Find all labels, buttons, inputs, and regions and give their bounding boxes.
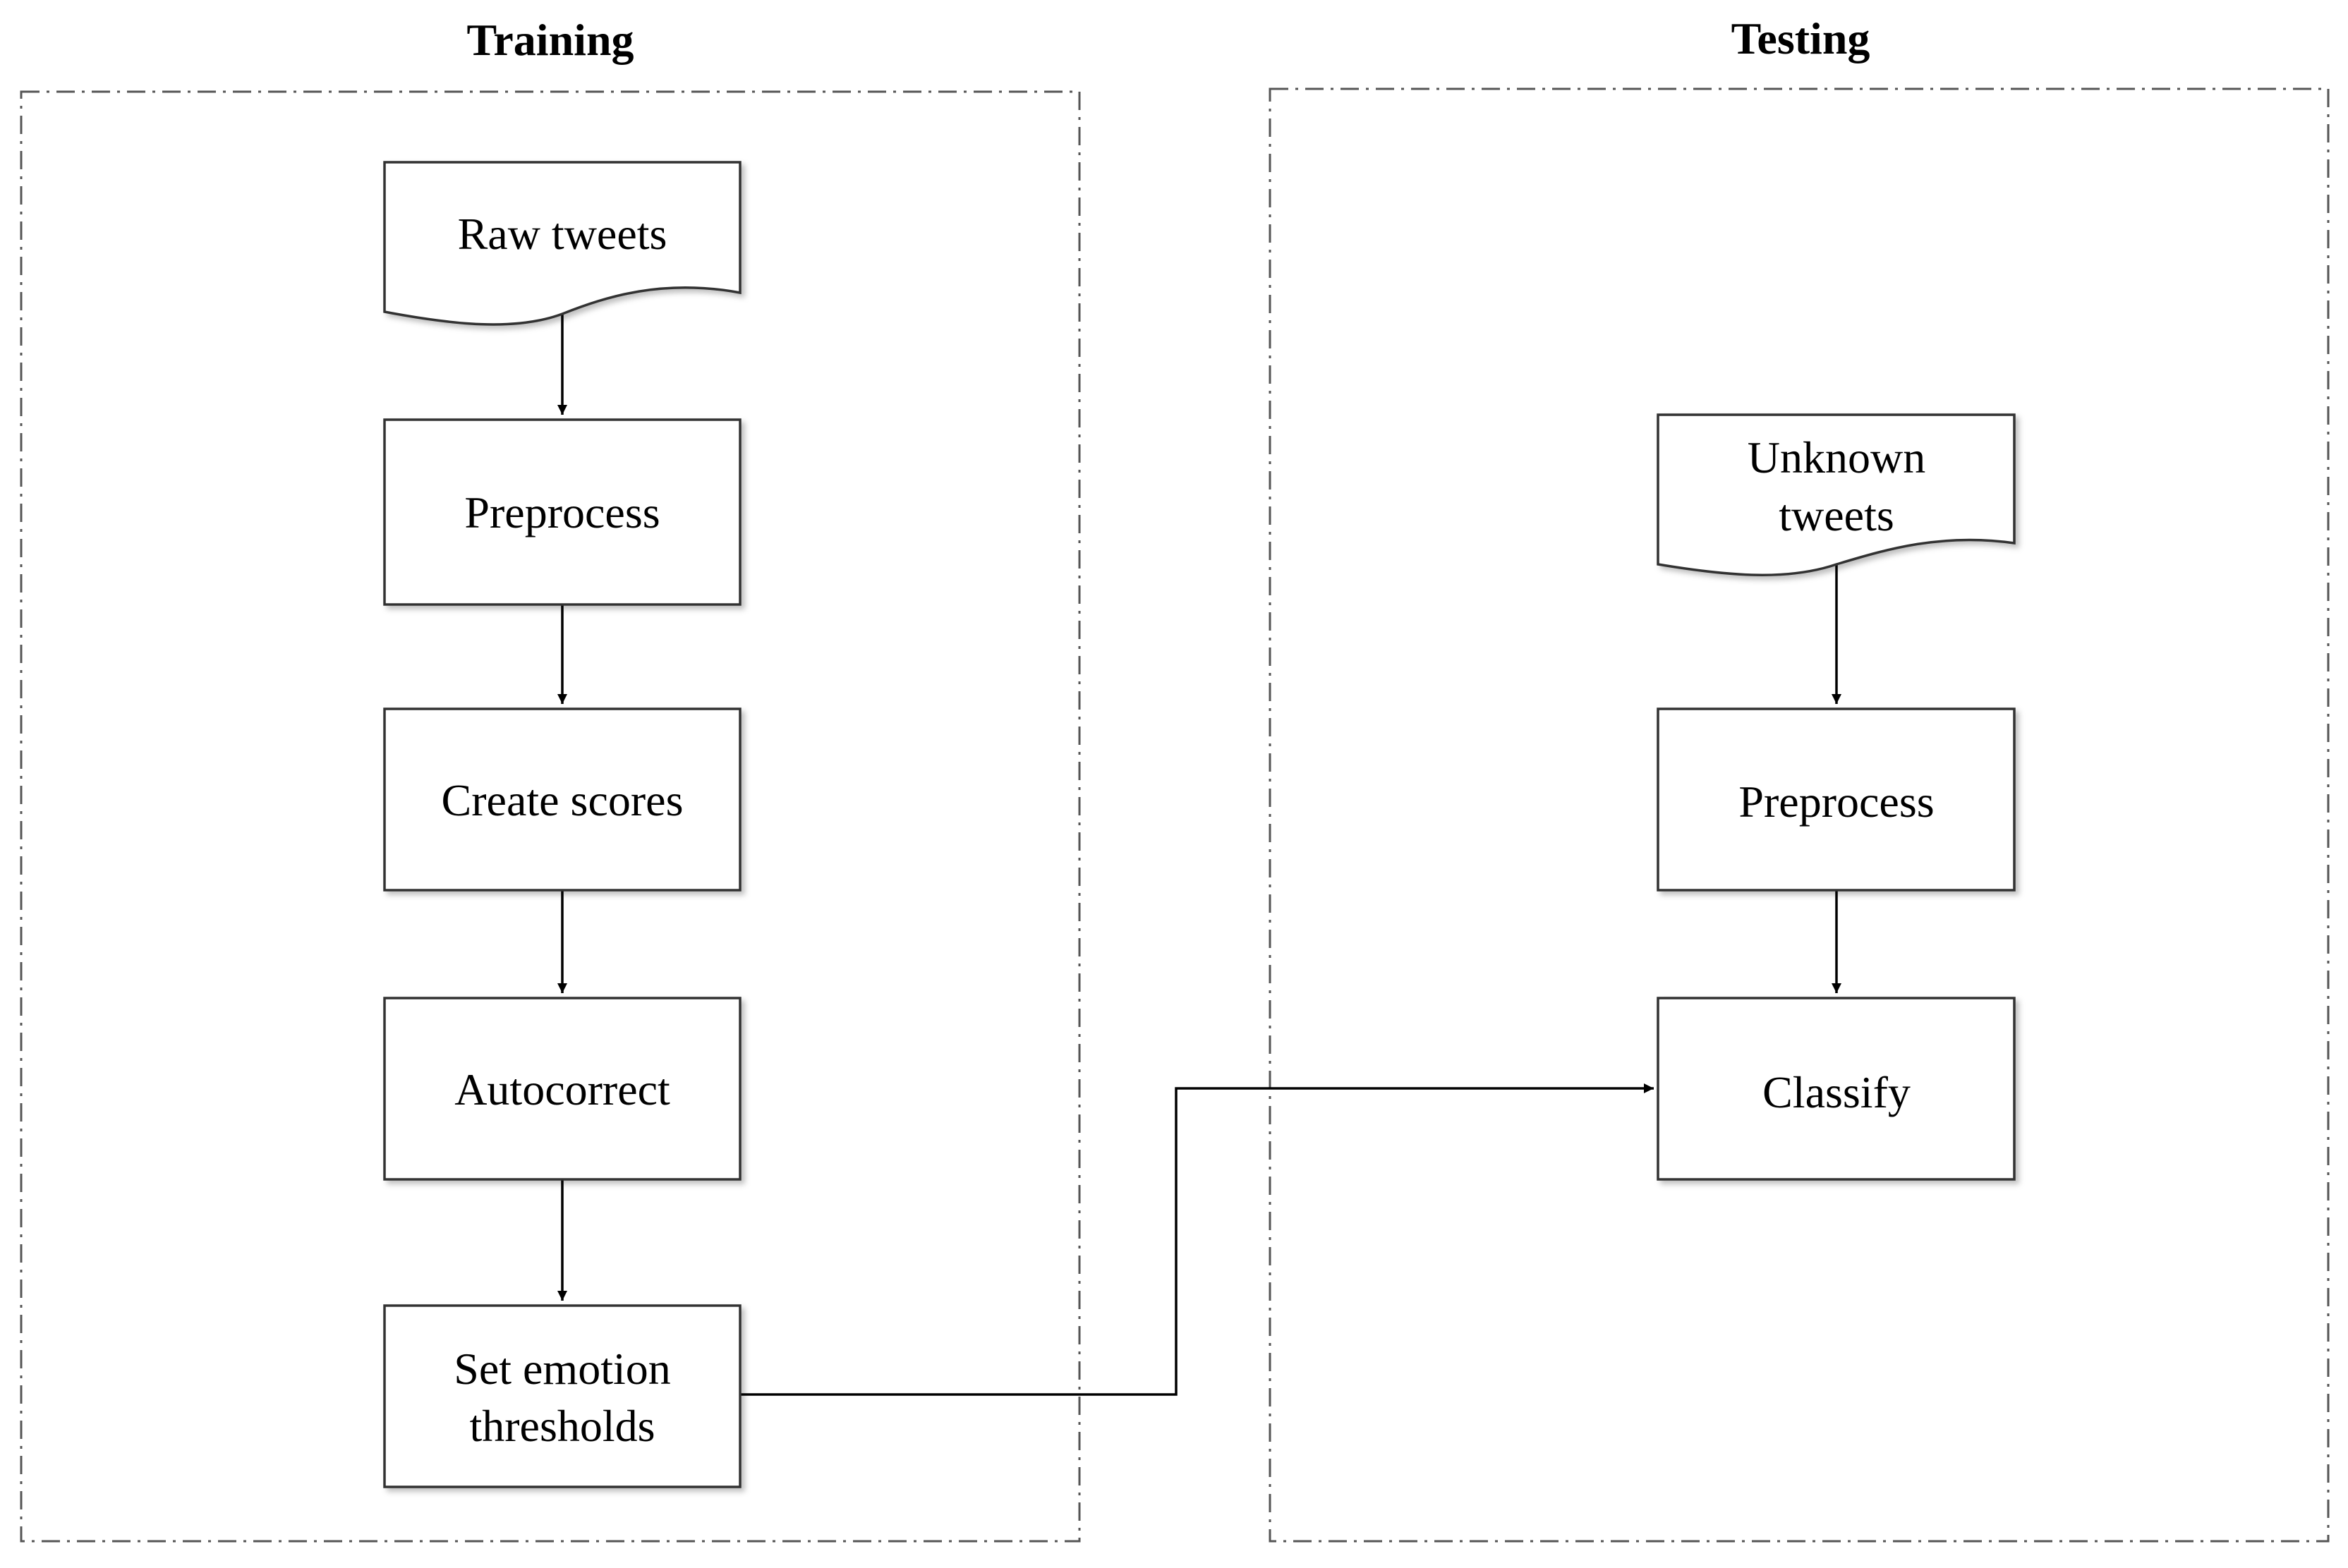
node-label: Create scores bbox=[442, 775, 684, 825]
node-label: Raw tweets bbox=[458, 209, 667, 259]
node-label: Classify bbox=[1762, 1067, 1911, 1117]
testing-frame bbox=[1269, 87, 2330, 1543]
node-autocorrect: Autocorrect bbox=[383, 997, 742, 1181]
testing-title: Testing bbox=[1731, 13, 1870, 63]
process-box bbox=[383, 418, 742, 606]
node-set-emotion-thresholds: Set emotion thresholds bbox=[383, 1304, 742, 1488]
node-raw-tweets: Raw tweets bbox=[383, 161, 742, 326]
training-title: Training bbox=[466, 15, 634, 65]
document-shape bbox=[383, 161, 742, 326]
node-label-line-1: Unknown bbox=[1748, 432, 1925, 482]
node-label: Autocorrect bbox=[454, 1064, 670, 1114]
node-label-line-1: Set emotion bbox=[454, 1344, 671, 1394]
node-label-line-2: tweets bbox=[1779, 490, 1894, 540]
node-preprocess-training: Preprocess bbox=[383, 418, 742, 606]
process-box bbox=[383, 1304, 742, 1488]
edges bbox=[557, 314, 1841, 1396]
node-unknown-tweets: Unknown tweets bbox=[1657, 413, 2016, 576]
node-label-line-2: thresholds bbox=[469, 1401, 655, 1451]
node-classify: Classify bbox=[1657, 997, 2016, 1181]
process-box bbox=[383, 707, 742, 892]
node-preprocess-testing: Preprocess bbox=[1657, 707, 2016, 892]
process-box bbox=[1657, 997, 2016, 1181]
node-label: Preprocess bbox=[1738, 777, 1934, 827]
document-shape bbox=[1657, 413, 2016, 576]
node-create-scores: Create scores bbox=[383, 707, 742, 892]
edge-thresholds-to-classify bbox=[740, 1083, 1654, 1396]
process-box bbox=[1657, 707, 2016, 892]
node-label: Preprocess bbox=[464, 487, 660, 537]
training-frame bbox=[20, 90, 1081, 1543]
process-box bbox=[383, 997, 742, 1181]
